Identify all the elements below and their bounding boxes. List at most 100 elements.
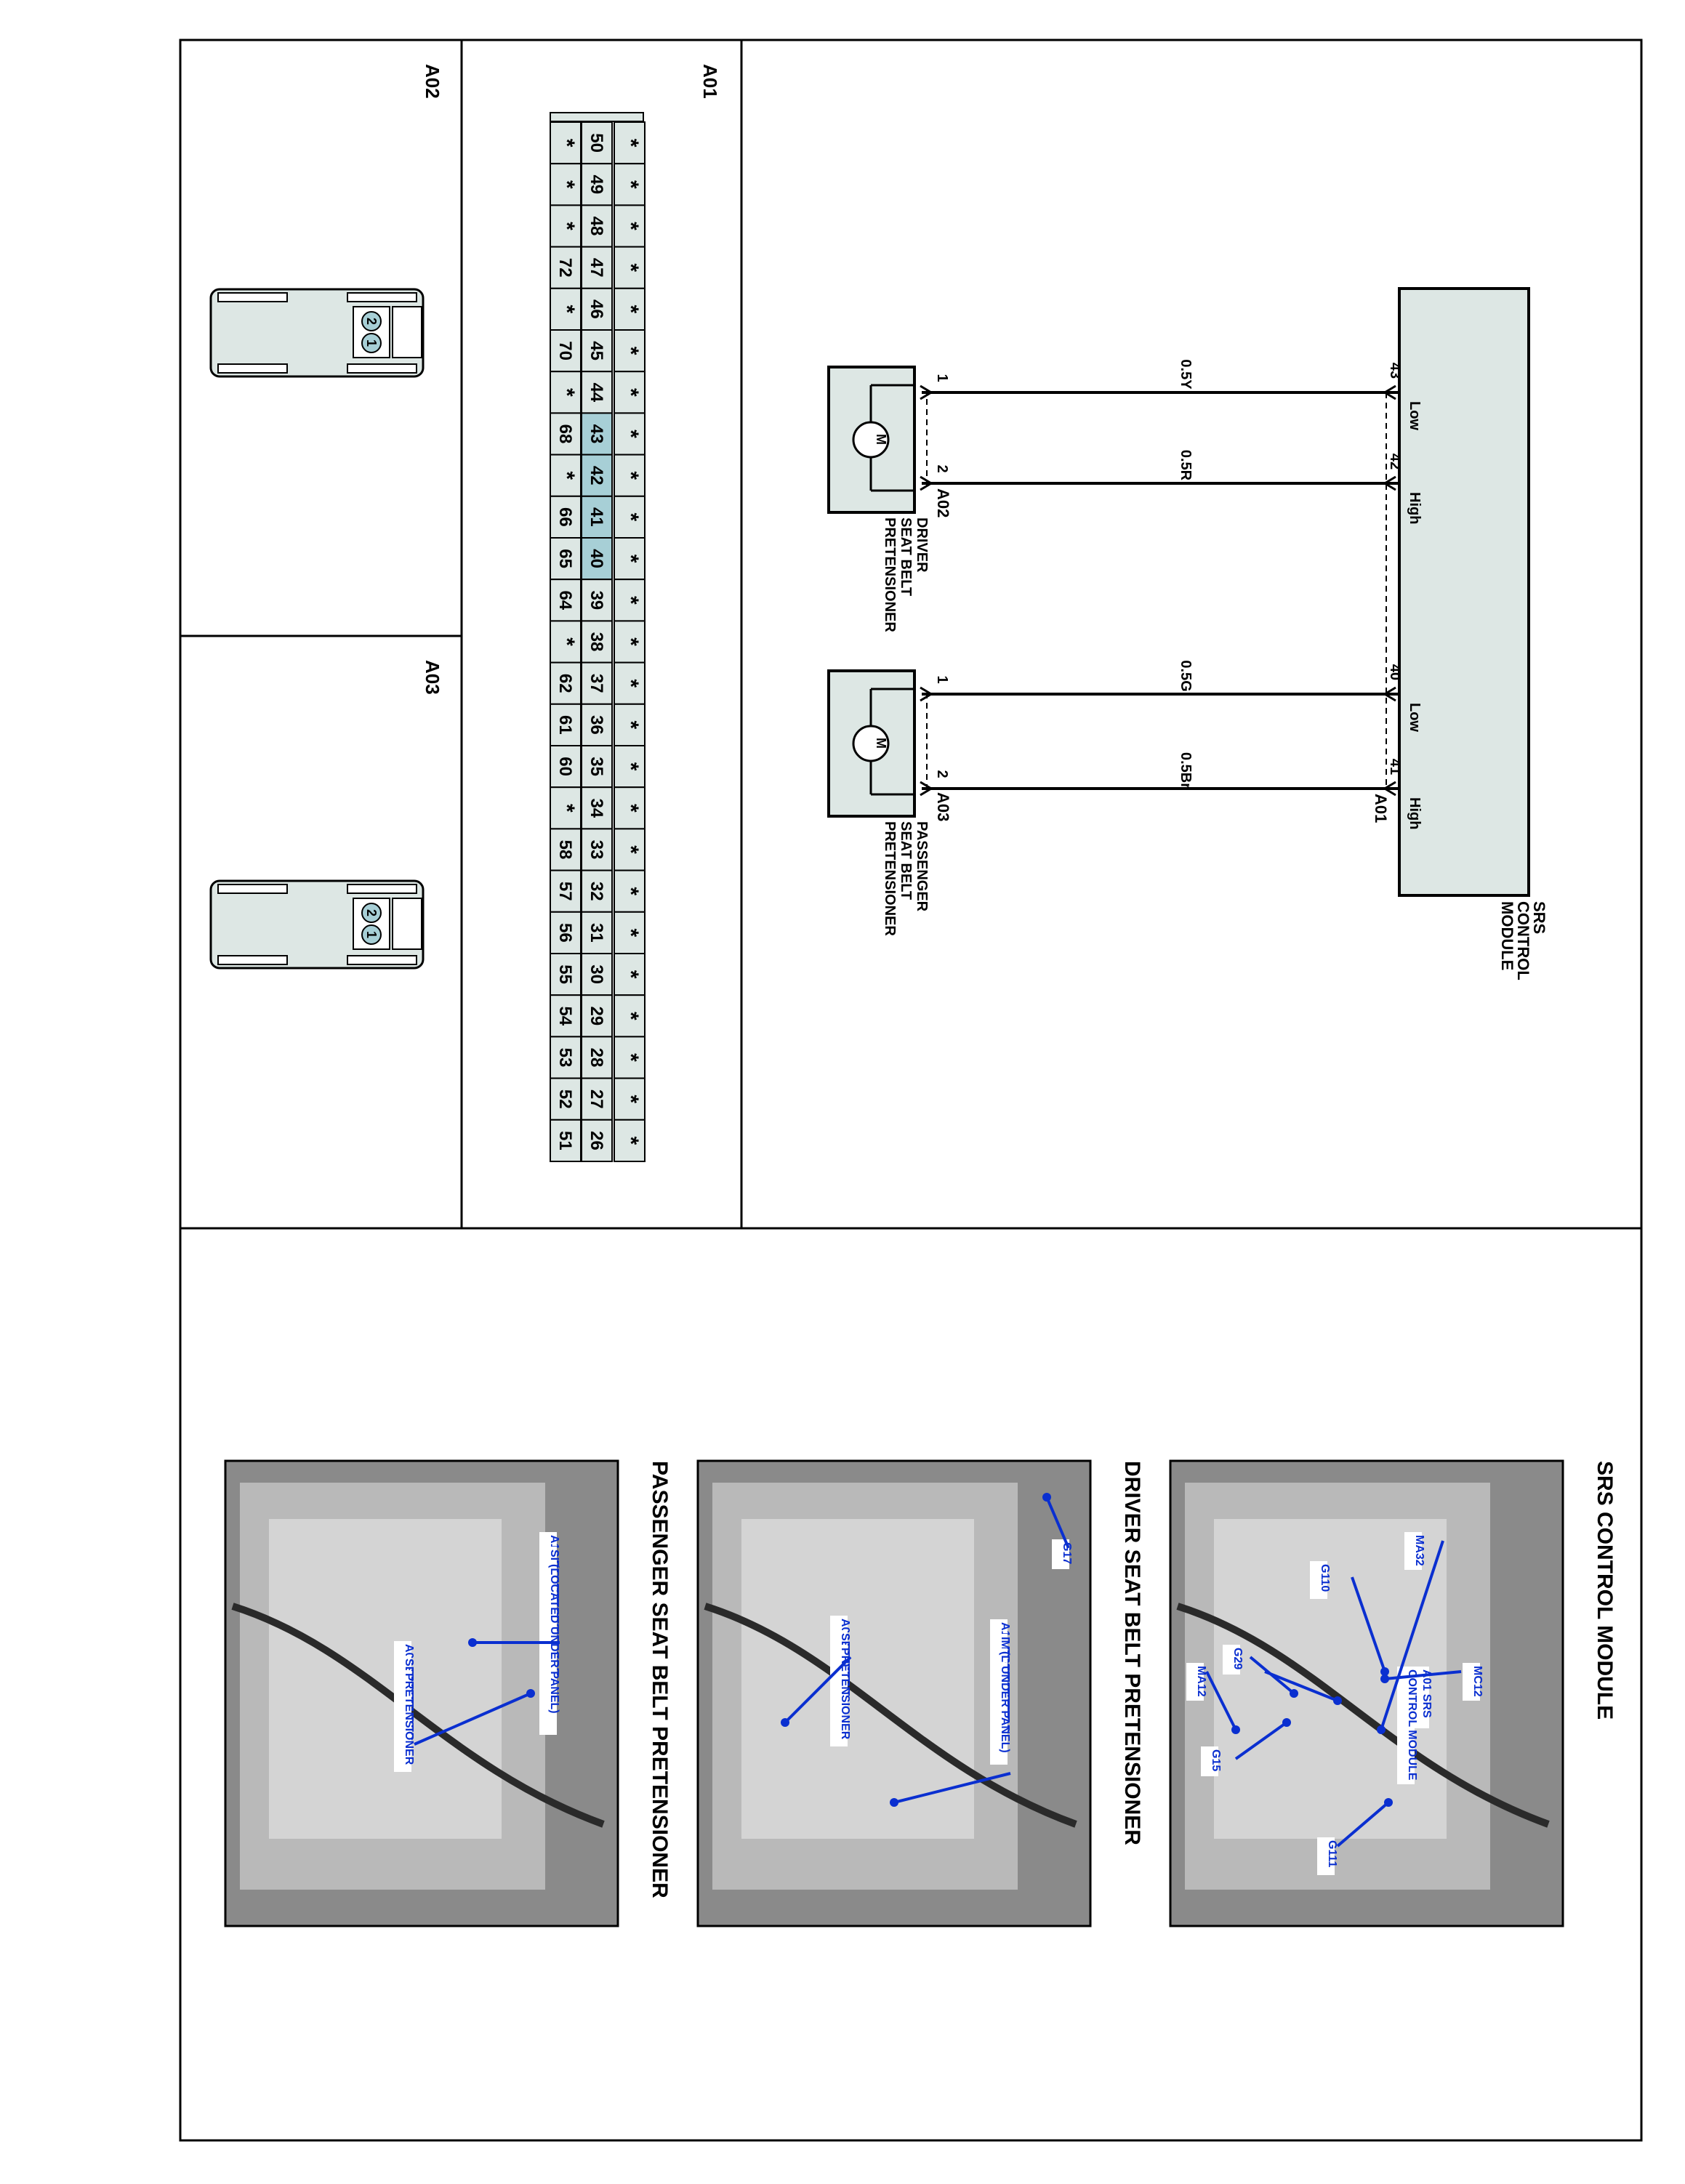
a01-pin-42: 42 — [587, 466, 606, 485]
a01-cell — [550, 1119, 582, 1163]
a01-pin-49: 49 — [587, 174, 606, 194]
module-pin-function-42: High — [1407, 492, 1423, 524]
a01-pin-48: 48 — [587, 217, 606, 236]
component-name-a03-line3: PRETENSIONER — [882, 821, 898, 936]
a01-cell — [581, 537, 613, 581]
callout-arrowhead — [1333, 1696, 1342, 1705]
a01-cell — [550, 1036, 582, 1079]
photo-shading — [269, 1519, 502, 1839]
a01-cell — [550, 204, 582, 248]
module-pin-function-41: High — [1407, 797, 1423, 829]
photo-shading — [741, 1519, 974, 1839]
callout-arrow — [1045, 1496, 1070, 1549]
a01-pin-57: 57 — [555, 882, 575, 901]
component-pin-40: 1 — [934, 675, 950, 683]
a01-cell — [581, 994, 613, 1038]
connector-a02-title: A02 — [422, 64, 443, 99]
a01-pin-empty: * — [619, 471, 643, 480]
a01-cell — [581, 745, 613, 789]
a01-pin-47: 47 — [587, 258, 606, 278]
a01-pin-empty: * — [555, 471, 579, 480]
callout-arrowhead — [526, 1689, 535, 1698]
terminal-mark-module-41 — [1383, 781, 1396, 797]
callout-srs-5: CONTROL MODULE — [1406, 1669, 1418, 1781]
a01-pin-empty: * — [619, 180, 643, 189]
wire-color-41: 0.5Br — [1178, 752, 1194, 789]
a01-cell — [581, 911, 613, 955]
srs-module-label-2: CONTROL — [1514, 901, 1532, 980]
a01-pin-65: 65 — [555, 549, 575, 568]
a01-cell — [614, 1119, 646, 1163]
callout-srs-1: G110 — [1319, 1564, 1331, 1592]
photo-harness — [1176, 1603, 1550, 1828]
callout-bg — [1223, 1645, 1240, 1675]
callout-driver-4: UNDER PANEL) — [999, 1666, 1011, 1753]
callout-bg — [990, 1663, 1008, 1765]
callout-arrow — [414, 1692, 531, 1746]
srs-module-label-3: MODULE — [1498, 901, 1516, 970]
a01-cell — [581, 412, 613, 456]
photo-title-passenger: PASSENGER SEAT BELT PRETENSIONER — [648, 1461, 672, 1898]
srs-module-block — [1398, 287, 1530, 897]
a01-pin-empty: * — [619, 139, 643, 148]
a01-cell — [581, 786, 613, 830]
a01-pin-empty: * — [619, 263, 643, 272]
a01-pin-34: 34 — [587, 798, 606, 818]
a01-pin-empty: * — [619, 347, 643, 355]
a01-pin-56: 56 — [555, 923, 575, 943]
srs-module-label: SRS — [1530, 901, 1548, 934]
wire-color-43: 0.5Y — [1178, 359, 1194, 390]
a01-pin-32: 32 — [587, 882, 606, 901]
a01-cell — [614, 620, 646, 664]
a01-pin-empty: * — [619, 596, 643, 605]
callout-srs-4: A01 SRS — [1420, 1669, 1433, 1718]
a01-pin-empty: * — [619, 637, 643, 646]
callout-arrow — [1205, 1671, 1237, 1730]
connector-a01: A01 *************************50494847464… — [550, 64, 721, 1163]
a03-rib — [347, 955, 417, 965]
a01-pin-53: 53 — [555, 1048, 575, 1068]
a01-cell — [614, 204, 646, 248]
a01-pin-37: 37 — [587, 674, 606, 693]
callout-bg — [1317, 1837, 1335, 1875]
callout-arrowhead — [1042, 1493, 1051, 1502]
a01-cell — [614, 703, 646, 746]
motor-m-label-passenger: M — [874, 738, 888, 749]
a02-pin-label-1: 1 — [364, 339, 379, 347]
callout-srs-0: MA32 — [1413, 1535, 1425, 1566]
a01-cell — [550, 495, 582, 539]
a02-pin-label-2: 2 — [364, 318, 379, 325]
a01-cell — [550, 703, 582, 746]
a01-pin-60: 60 — [555, 757, 575, 776]
a01-pin-40: 40 — [587, 549, 606, 568]
callout-arrowhead — [1377, 1725, 1386, 1734]
callout-bg — [539, 1561, 557, 1735]
a01-pin-46: 46 — [587, 299, 606, 319]
callout-srs-3: G29 — [1231, 1648, 1244, 1669]
a01-pin-68: 68 — [555, 424, 575, 444]
a01-pin-58: 58 — [555, 840, 575, 860]
a01-pin-44: 44 — [587, 382, 606, 402]
callout-arrowhead — [1380, 1675, 1389, 1683]
callout-srs-7: G15 — [1210, 1749, 1222, 1771]
a01-pin-empty: * — [555, 222, 579, 230]
a01-pin-empty: * — [619, 513, 643, 522]
a01-pin-43: 43 — [587, 424, 606, 444]
component-name-a03-line1: PASSENGER — [914, 821, 930, 912]
callout-bg — [394, 1670, 411, 1772]
a01-pin-38: 38 — [587, 632, 606, 652]
a01-cell — [614, 246, 646, 289]
component-pin-43: 1 — [934, 374, 950, 382]
a01-cell — [614, 786, 646, 830]
a01-pin-empty: * — [555, 305, 579, 314]
callout-passenger-2: (LOCATED UNDER PANEL) — [548, 1564, 560, 1714]
a01-pin-31: 31 — [587, 923, 606, 943]
a01-cell — [550, 287, 582, 331]
a01-cell — [614, 869, 646, 913]
a01-cell — [614, 994, 646, 1038]
callout-arrow — [1380, 1540, 1444, 1730]
a01-pin-26: 26 — [587, 1131, 606, 1151]
